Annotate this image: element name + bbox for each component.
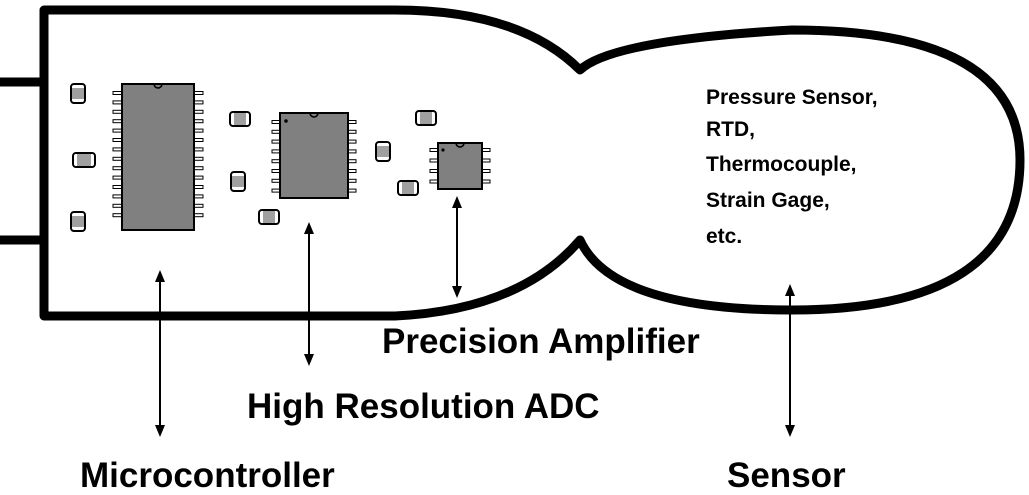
- board-outline: [39, 5, 1025, 321]
- smd-component: [397, 180, 419, 196]
- mcu-pin: [193, 203, 204, 208]
- smd-component: [258, 209, 280, 225]
- mcu-pin: [112, 203, 123, 208]
- adc-pin: [271, 159, 281, 164]
- mcu-pin: [193, 109, 204, 114]
- mcu-pin: [112, 128, 123, 133]
- mcu-pin: [112, 194, 123, 199]
- smd-component: [229, 111, 251, 127]
- mcu-pin: [193, 194, 204, 199]
- adc-pin: [271, 120, 281, 124]
- adc-pin: [347, 139, 357, 144]
- adc-arrow: [304, 222, 314, 366]
- smd-component: [70, 211, 86, 232]
- mcu-pin: [193, 166, 204, 171]
- mcu-pin: [112, 91, 123, 95]
- amp-pin: [481, 179, 491, 184]
- adc-pin: [271, 149, 281, 154]
- adc-pin: [347, 188, 357, 193]
- amp-pin: [429, 148, 439, 152]
- mcu-pin: [193, 128, 204, 133]
- mcu-pin: [193, 213, 204, 218]
- microcontroller-chip: [112, 83, 204, 231]
- mcu-pin: [112, 166, 123, 171]
- amp-pins: [429, 148, 491, 184]
- mcu-pin: [193, 119, 204, 124]
- adc-pin: [271, 129, 281, 134]
- mcu-pin: [112, 147, 123, 152]
- mcu-pin: [193, 100, 204, 105]
- mcu-pin: [112, 156, 123, 161]
- sensor-type-2: RTD,: [706, 118, 755, 141]
- microcontroller-arrow: [155, 270, 165, 437]
- mcu-pin: [112, 175, 123, 180]
- mcu-pin: [193, 175, 204, 180]
- sensor-type-1: Pressure Sensor,: [706, 86, 878, 109]
- adc-pin: [271, 188, 281, 193]
- mcu-pin: [112, 109, 123, 114]
- sensor-type-5: etc.: [706, 225, 742, 248]
- adc-pin: [347, 159, 357, 164]
- smd-component: [72, 152, 96, 168]
- sensor-arrow: [785, 284, 795, 437]
- sensor-type-4: Strain Gage,: [706, 189, 830, 212]
- adc-pin: [347, 120, 357, 124]
- microcontroller-label: Microcontroller: [80, 456, 335, 495]
- mcu-pin: [193, 156, 204, 161]
- mcu-pin: [193, 185, 204, 189]
- amp-pin: [481, 148, 491, 152]
- adc-pin: [271, 169, 281, 173]
- adc-label: High Resolution ADC: [247, 387, 600, 426]
- mcu-pin: [112, 138, 123, 142]
- amp-pin: [429, 158, 439, 163]
- passive-components: [70, 83, 437, 232]
- mcu-pin: [112, 100, 123, 105]
- adc-pin: [347, 149, 357, 154]
- mcu-pin: [193, 91, 204, 95]
- smd-component: [415, 110, 437, 126]
- amplifier-arrow: [452, 196, 462, 298]
- adc-pin: [271, 139, 281, 144]
- amp-pin: [429, 169, 439, 173]
- precision-amplifier-label: Precision Amplifier: [382, 322, 700, 361]
- amp-pin: [481, 158, 491, 163]
- mcu-pin: [112, 185, 123, 189]
- adc-pin: [271, 178, 281, 183]
- adc-pin: [347, 178, 357, 183]
- adc-pin: [347, 129, 357, 134]
- mcu-pin: [193, 138, 204, 142]
- smd-component: [230, 171, 246, 192]
- sensor-label: Sensor: [727, 456, 846, 495]
- smd-component: [375, 141, 391, 162]
- adc-chip: [271, 112, 357, 199]
- smd-component: [70, 83, 86, 104]
- amp-pin: [429, 179, 439, 184]
- mcu-pin: [112, 119, 123, 124]
- adc-pin: [347, 169, 357, 173]
- amp-pin: [481, 169, 491, 173]
- sensor-type-3: Thermocouple,: [706, 153, 857, 176]
- mcu-pin: [112, 213, 123, 218]
- mcu-pin: [193, 147, 204, 152]
- amplifier-chip: [429, 142, 491, 190]
